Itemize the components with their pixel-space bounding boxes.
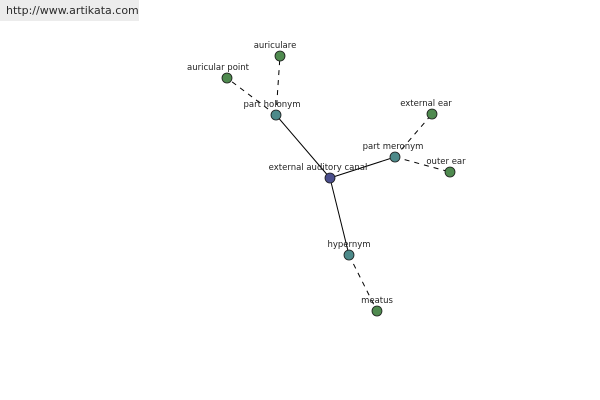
node-auriculare[interactable]	[274, 50, 286, 62]
node-auricular-point[interactable]	[221, 72, 233, 84]
nodes-layer	[221, 50, 456, 317]
node-outer-ear[interactable]	[444, 166, 456, 178]
edge-root-to-hypernym	[329, 177, 350, 256]
node-label-outer-ear: outer ear	[426, 157, 466, 167]
node-part-holonym[interactable]	[270, 109, 282, 121]
edge-root-to-part-holonym	[275, 114, 331, 179]
node-label-hypernym: hypernym	[327, 240, 370, 250]
node-label-auricular-point: auricular point	[187, 63, 250, 73]
node-label-auriculare: auriculare	[254, 41, 297, 51]
node-label-external-ear: external ear	[400, 99, 452, 109]
edge-part-holonym-to-auricular-point	[226, 77, 277, 116]
node-label-root: external auditory canal	[269, 163, 368, 173]
node-hypernym[interactable]	[343, 249, 355, 261]
edges-layer	[226, 55, 451, 312]
node-label-part-meronym: part meronym	[363, 142, 424, 152]
node-label-part-holonym: part holonym	[244, 100, 301, 110]
node-external-ear[interactable]	[426, 108, 438, 120]
node-part-meronym[interactable]	[389, 151, 401, 163]
edge-root-to-part-meronym	[329, 156, 396, 179]
labels-layer: external auditory canal part holonym part …	[187, 41, 466, 306]
node-meatus[interactable]	[371, 305, 383, 317]
node-label-meatus: meatus	[361, 296, 393, 306]
node-root[interactable]	[324, 172, 336, 184]
watermark-url: http://www.artikata.com	[0, 0, 139, 21]
edge-hypernym-to-meatus	[348, 254, 378, 312]
